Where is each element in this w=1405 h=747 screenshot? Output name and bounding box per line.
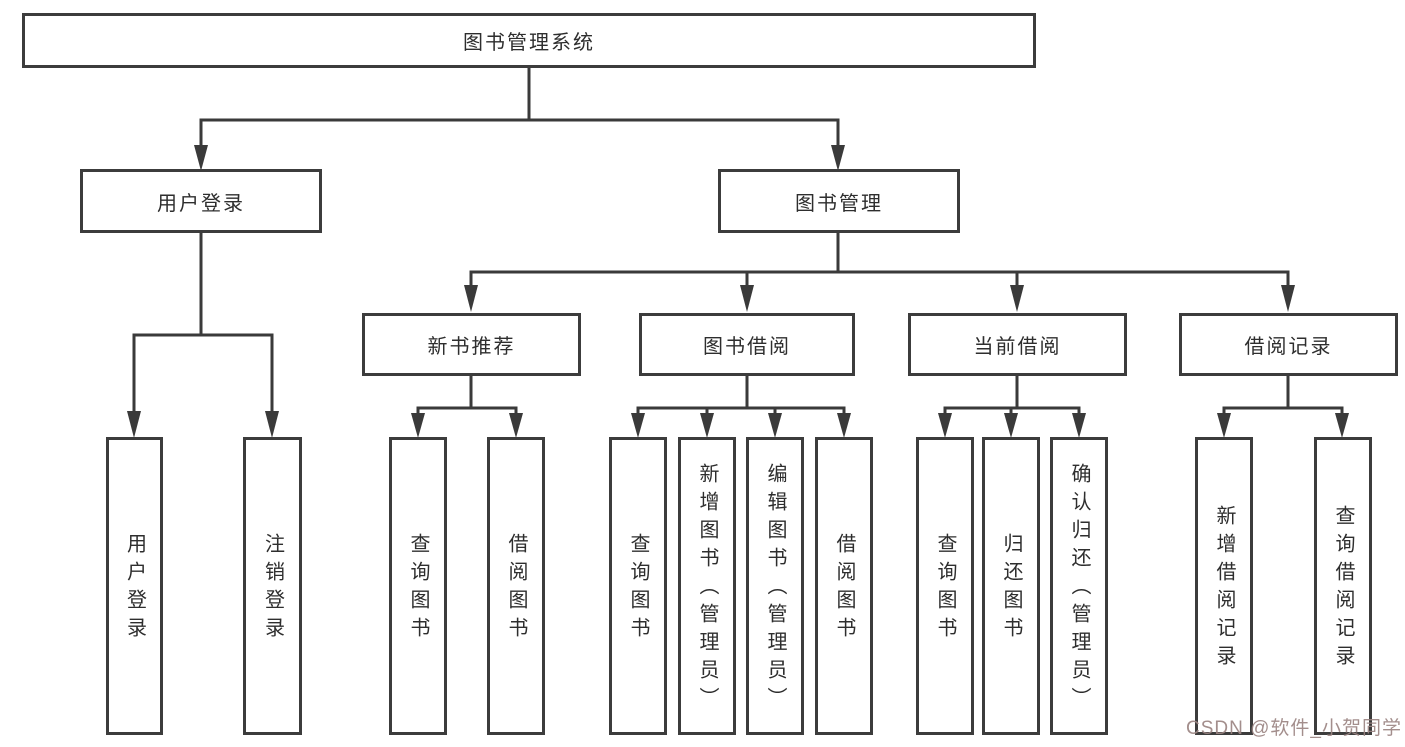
node-book-borrow: 图书借阅 — [639, 313, 855, 376]
connector-root-to-level2 — [194, 66, 845, 171]
leaf-query-books-borrow: 查询图书 — [609, 437, 667, 735]
leaf-borrow-books-recommend: 借阅图书 — [487, 437, 545, 735]
leaf-query-books-current: 查询图书 — [916, 437, 974, 735]
leaf-add-borrow-record: 新增借阅记录 — [1195, 437, 1253, 735]
csdn-watermark: CSDN @软件_小贺同学 — [1186, 718, 1402, 739]
leaf-edit-book-admin: 编辑图书（管理员） — [746, 437, 804, 735]
connector-book-borrow-to-children — [631, 374, 851, 438]
connector-current-borrow-to-children — [938, 374, 1086, 438]
node-current-borrow: 当前借阅 — [908, 313, 1127, 376]
node-borrow-records: 借阅记录 — [1179, 313, 1398, 376]
node-new-book-recommend: 新书推荐 — [362, 313, 581, 376]
connector-user-login-to-children — [127, 231, 279, 438]
leaf-query-borrow-record: 查询借阅记录 — [1314, 437, 1372, 735]
leaf-confirm-return-admin: 确认归还（管理员） — [1050, 437, 1108, 735]
node-book-management: 图书管理 — [718, 169, 960, 233]
connector-borrow-records-to-children — [1217, 374, 1349, 438]
node-root-system: 图书管理系统 — [22, 13, 1036, 68]
leaf-return-book: 归还图书 — [982, 437, 1040, 735]
connector-book-management-to-level3 — [464, 231, 1295, 312]
leaf-user-login: 用户登录 — [106, 437, 163, 735]
leaf-query-books-recommend: 查询图书 — [389, 437, 447, 735]
leaf-add-book-admin: 新增图书（管理员） — [678, 437, 736, 735]
leaf-borrow-books: 借阅图书 — [815, 437, 873, 735]
connector-new-book-recommend-to-children — [411, 374, 523, 438]
node-user-login: 用户登录 — [80, 169, 322, 233]
leaf-logout: 注销登录 — [243, 437, 302, 735]
